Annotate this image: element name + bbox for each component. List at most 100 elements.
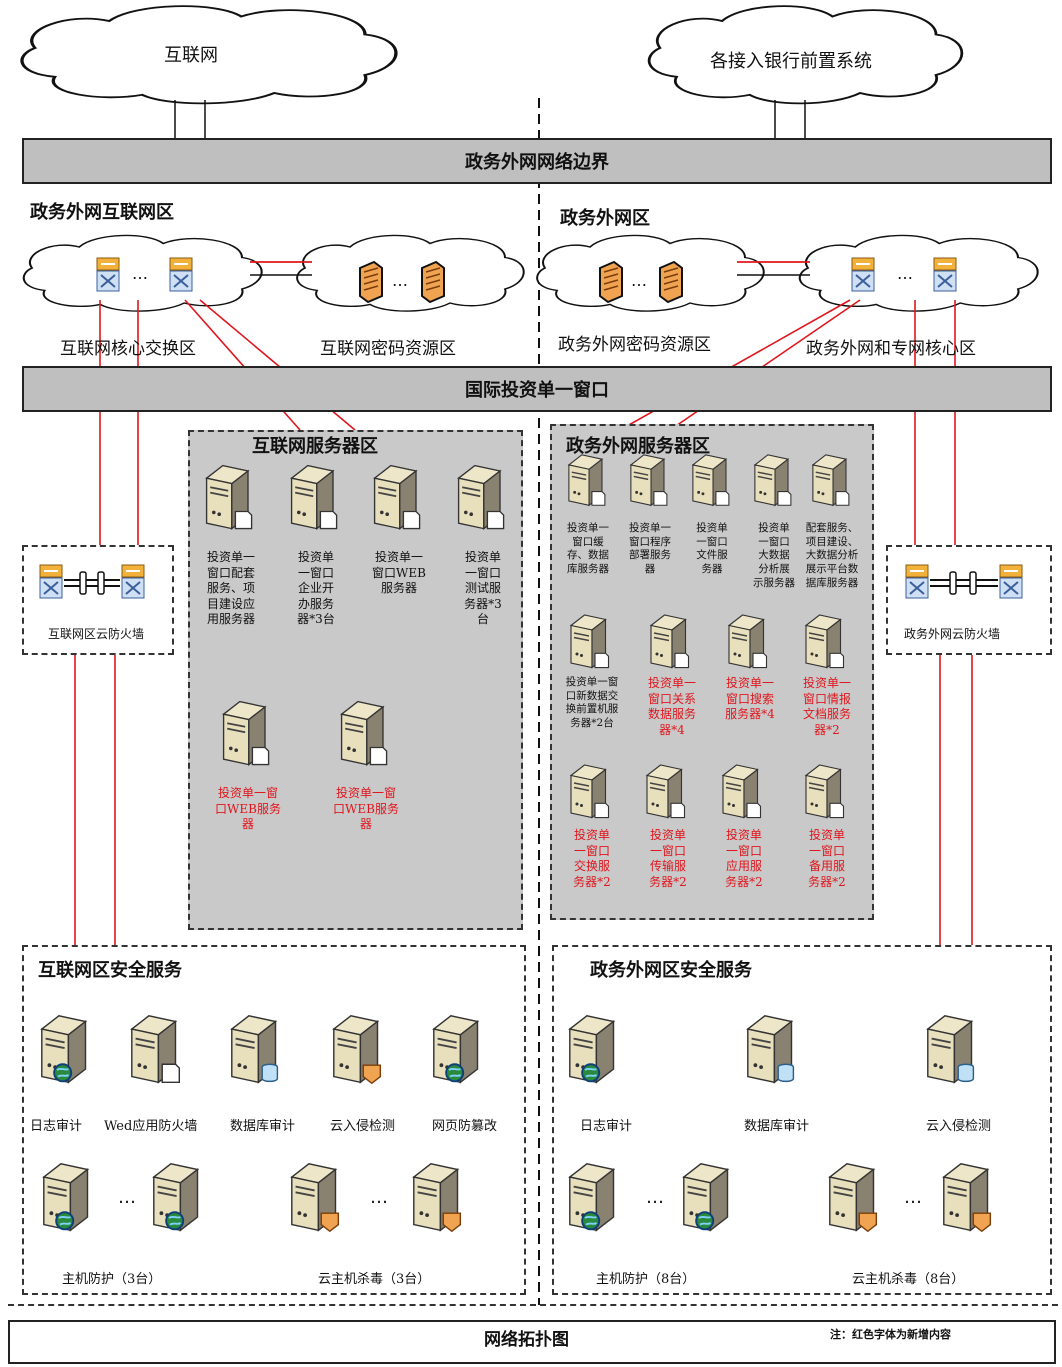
- server-icon: [570, 764, 610, 819]
- gov-server-zone-title: 政务外网服务器区: [566, 436, 710, 457]
- internet-region-title: 政务外网互联网区: [30, 202, 174, 223]
- server-icon: [222, 700, 270, 766]
- ellipsis: …: [118, 1187, 136, 1208]
- server-icon: [205, 464, 253, 530]
- internet-security-device-label: Wed应用防火墙: [104, 1119, 198, 1134]
- server-icon: [457, 464, 505, 530]
- gov-core-cloud: [798, 234, 1039, 313]
- ellipsis: …: [904, 1187, 922, 1208]
- gov-region-title: 政务外网区: [560, 208, 650, 229]
- core-switch-icon: [933, 257, 957, 292]
- server-icon: [828, 1162, 878, 1232]
- server-icon: [650, 614, 690, 669]
- internet-server-label: 投资单一 窗口配套 服务、项 目建设应 用服务器: [206, 550, 255, 627]
- internet-cloud-label: 互联网: [164, 45, 218, 66]
- footer-note: 注：红色字体为新增内容: [830, 1328, 951, 1341]
- server-icon: [805, 614, 845, 669]
- gov-security-title: 政务外网区安全服务: [590, 960, 752, 981]
- gov-host-protect-label: 主机防护（8台）: [596, 1272, 696, 1287]
- gov-server-label: 配套服务、 项目建设、 大数据分析 展示平台数 据库服务器: [805, 522, 859, 589]
- server-icon: [722, 764, 762, 819]
- server-icon: [568, 1162, 615, 1232]
- gov-firewall-icon: [905, 564, 1023, 599]
- server-icon: [373, 464, 421, 530]
- server-icon: [630, 454, 668, 506]
- server-icon: [340, 700, 388, 766]
- single-window-bar: 国际投资单一窗口: [22, 366, 1052, 412]
- gov-server-label: 投资单 一窗口 应用服 务器*2: [725, 828, 763, 889]
- ellipsis: …: [646, 1187, 664, 1208]
- ellipsis: …: [392, 271, 408, 290]
- internet-server-zone-title: 互联网服务器区: [252, 436, 378, 457]
- gov-security-zone: [552, 945, 1052, 1295]
- internet-server-label: 投资单一窗 口WEB服务 器: [215, 786, 281, 832]
- core-switch-icon: [169, 257, 193, 292]
- ellipsis: …: [897, 264, 913, 283]
- internet-crypto-cloud: [296, 234, 525, 313]
- server-icon: [290, 1162, 340, 1232]
- server-icon: [568, 1014, 615, 1084]
- internet-firewall-label: 互联网区云防火墙: [48, 627, 145, 641]
- internet-security-device-label: 数据库审计: [230, 1119, 296, 1134]
- crypto-device-icon: [659, 261, 683, 303]
- gov-cloud-av-label: 云主机杀毒（8台）: [852, 1272, 965, 1287]
- internet-security-title: 互联网区安全服务: [38, 960, 182, 981]
- internet-security-device-label: 云入侵检测: [330, 1119, 396, 1134]
- gov-server-label: 投资单 一窗口 交换服 务器*2: [573, 828, 611, 889]
- internet-host-protect-label: 主机防护（3台）: [62, 1272, 162, 1287]
- outer-frame-line: [8, 1304, 1058, 1306]
- gov-security-device-label: 日志审计: [580, 1119, 633, 1134]
- gov-server-label: 投资单一 窗口缓 存、数据 库服务器: [567, 522, 609, 575]
- server-icon: [754, 454, 792, 506]
- server-icon: [805, 764, 845, 819]
- server-icon: [746, 1014, 795, 1084]
- server-icon: [40, 1014, 87, 1084]
- gov-security-device-label: 数据库审计: [744, 1119, 810, 1134]
- core-switch-icon: [96, 257, 120, 292]
- server-icon: [412, 1162, 462, 1232]
- server-icon: [432, 1014, 479, 1084]
- internet-security-zone: [22, 945, 526, 1295]
- crypto-device-icon: [359, 261, 383, 303]
- gov-server-label: 投资单一 窗口情报 文档服务 器*2: [802, 676, 851, 737]
- gov-security-device-label: 云入侵检测: [926, 1119, 992, 1134]
- gov-crypto-cloud: [536, 234, 765, 313]
- gov-server-zone: [550, 424, 874, 920]
- gov-crypto-label: 政务外网密码资源区: [558, 335, 711, 355]
- gov-server-label: 投资单 一窗口 文件服 务器: [696, 522, 728, 575]
- server-icon: [568, 454, 606, 506]
- server-icon: [682, 1162, 729, 1232]
- internet-server-label: 投资单一窗 口WEB服务 器: [333, 786, 399, 832]
- ellipsis: …: [370, 1187, 388, 1208]
- internet-firewall-box: [22, 545, 174, 655]
- ellipsis: …: [631, 271, 647, 290]
- crypto-device-icon: [599, 261, 623, 303]
- internet-core-label: 互联网核心交换区: [60, 339, 196, 359]
- ellipsis: …: [132, 264, 148, 283]
- bank-frontend-cloud-label: 各接入银行前置系统: [710, 51, 872, 72]
- server-icon: [42, 1162, 89, 1232]
- internet-server-label: 投资单 一窗口 企业开 办服务 器*3台: [297, 550, 335, 627]
- server-icon: [130, 1014, 181, 1084]
- footer-title: 网络拓扑图: [484, 1330, 569, 1350]
- gov-server-label: 投资单 一窗口 备用服 务器*2: [808, 828, 846, 889]
- server-icon: [812, 454, 850, 506]
- gov-server-label: 投资单一窗 口新数据交 换前置机服 务器*2台: [565, 676, 619, 729]
- footer-box: [8, 1320, 1056, 1364]
- server-icon: [942, 1162, 992, 1232]
- gov-server-label: 投资单一 窗口程序 部署服务 器: [629, 522, 671, 575]
- network-border-bar: 政务外网网络边界: [22, 138, 1052, 184]
- server-icon: [570, 614, 610, 669]
- internet-firewall-icon: [39, 564, 145, 599]
- internet-crypto-label: 互联网密码资源区: [320, 339, 456, 359]
- crypto-device-icon: [421, 261, 445, 303]
- server-icon: [230, 1014, 279, 1084]
- server-icon: [926, 1014, 975, 1084]
- server-icon: [646, 764, 686, 819]
- gov-server-label: 投资单 一窗口 大数据 分析展 示服务器: [753, 522, 795, 589]
- internet-security-device-label: 网页防篡改: [432, 1119, 498, 1134]
- internet-server-label: 投资单 一窗口 测试服 务器*3 台: [464, 550, 502, 627]
- gov-firewall-box: [886, 545, 1052, 655]
- server-icon: [290, 464, 338, 530]
